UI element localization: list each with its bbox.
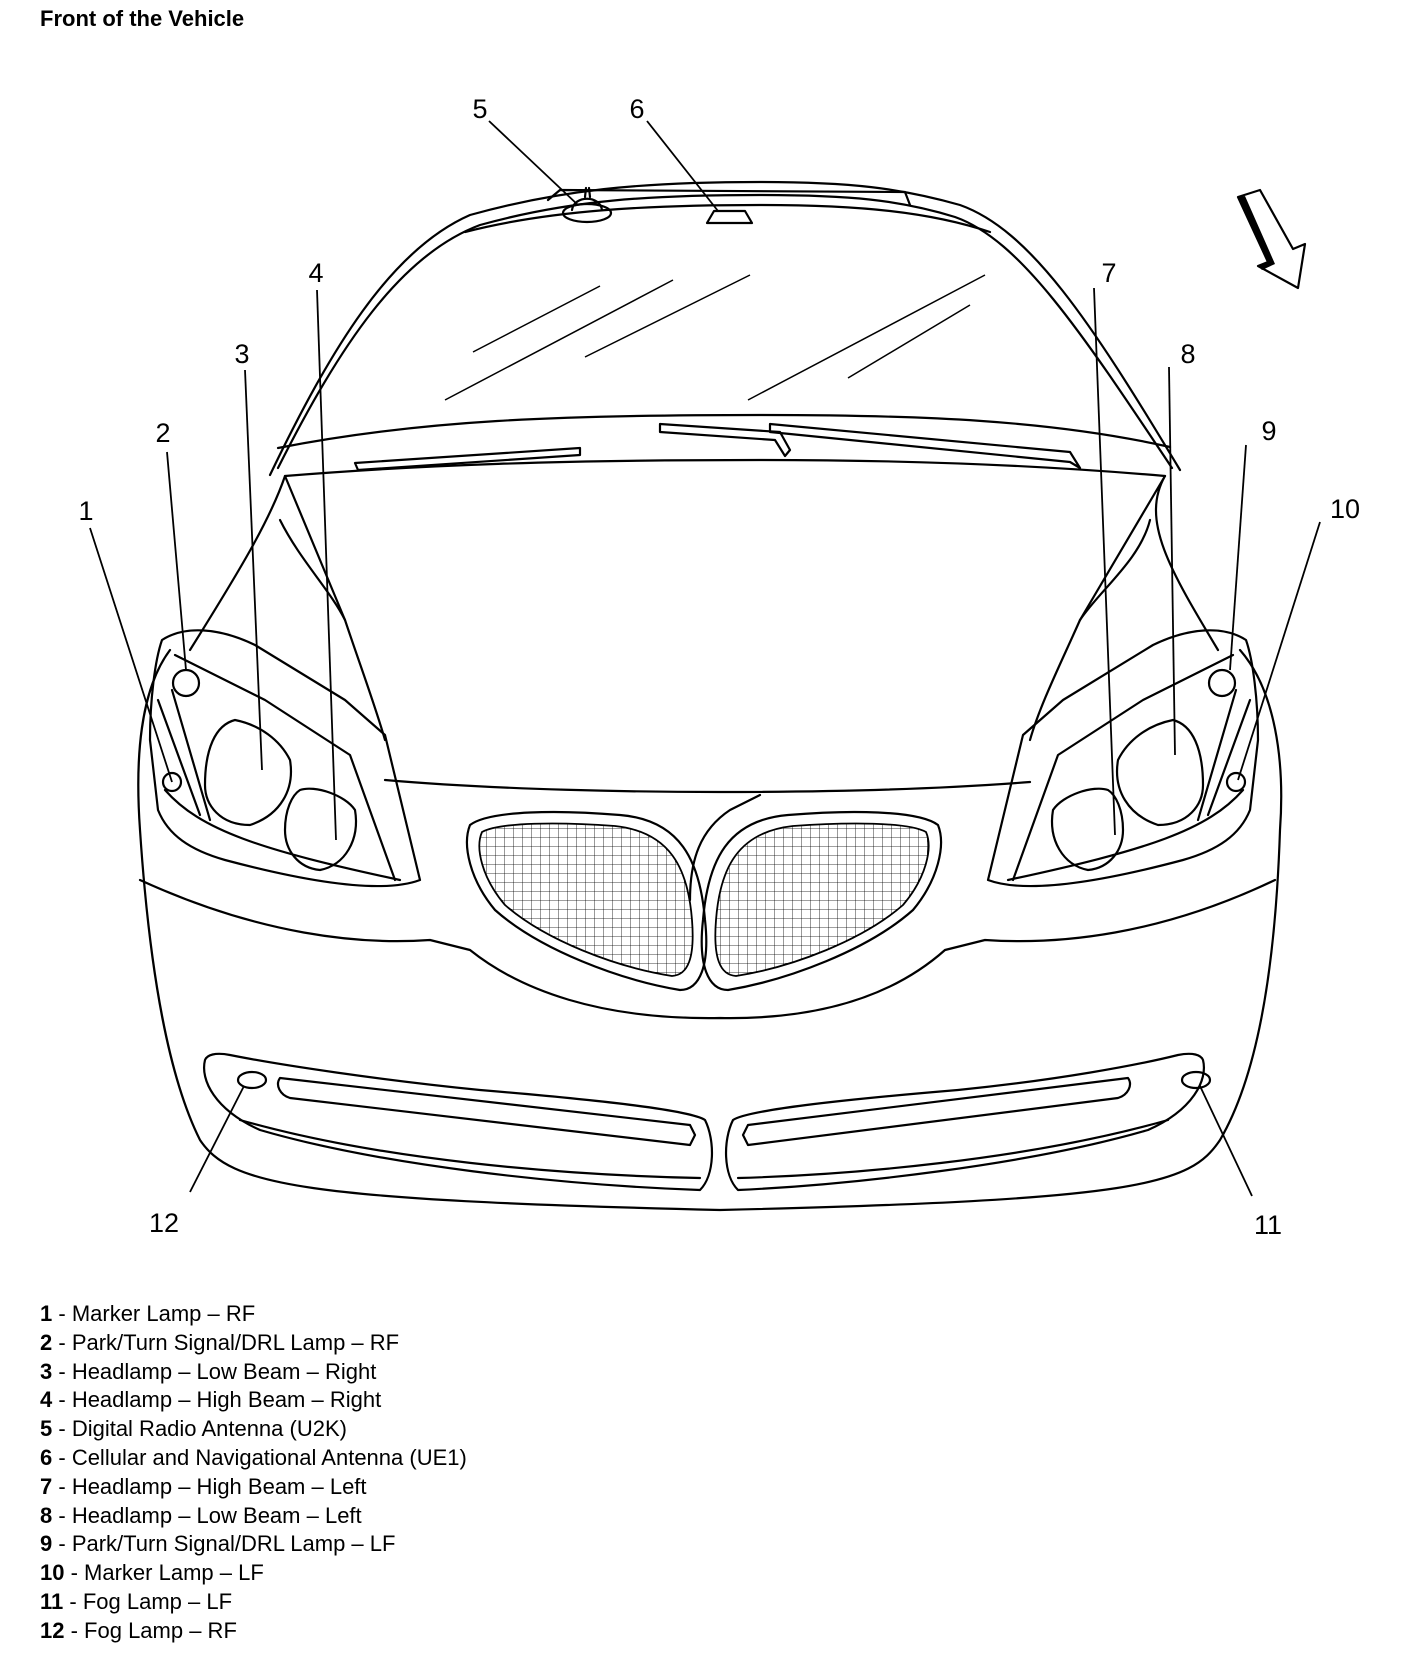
legend-item: 9 - Park/Turn Signal/DRL Lamp – LF — [40, 1531, 396, 1557]
callout-labels: 1 2 3 4 5 6 7 8 9 10 11 12 — [78, 94, 1360, 1240]
lower-intake-left — [724, 1052, 1205, 1192]
direction-arrow-icon — [1236, 188, 1307, 290]
callout-1: 1 — [78, 496, 93, 526]
legend-item: 5 - Digital Radio Antenna (U2K) — [40, 1416, 347, 1442]
grille-left — [700, 810, 942, 992]
fog-lamp-right — [236, 1070, 268, 1090]
legend-item: 10 - Marker Lamp – LF — [40, 1560, 264, 1586]
fog-lamp-left — [1180, 1070, 1212, 1090]
callout-10: 10 — [1330, 494, 1360, 524]
legend-item: 4 - Headlamp – High Beam – Right — [40, 1387, 382, 1413]
callout-5: 5 — [472, 94, 487, 124]
legend-item: 6 - Cellular and Navigational Antenna (U… — [40, 1444, 467, 1470]
callout-4: 4 — [308, 258, 323, 288]
legend-item: 8 - Headlamp – Low Beam – Left — [40, 1502, 362, 1528]
roof-outline — [268, 180, 1182, 477]
callout-7: 7 — [1101, 258, 1116, 288]
callout-8: 8 — [1180, 339, 1195, 369]
hood — [188, 474, 1220, 794]
callout-11: 11 — [1254, 1210, 1282, 1240]
callout-2: 2 — [155, 418, 170, 448]
callout-6: 6 — [629, 94, 644, 124]
wiper-cowl — [276, 413, 1172, 478]
legend-item: 1 - Marker Lamp – RF — [40, 1301, 256, 1326]
component-legend: 1 - Marker Lamp – RF 2 - Park/Turn Signa… — [40, 1300, 467, 1646]
callout-9: 9 — [1261, 416, 1276, 446]
cellular-navigational-antenna — [705, 209, 754, 225]
page-title: Front of the Vehicle — [40, 6, 245, 31]
legend-item: 11 - Fog Lamp – LF — [40, 1588, 233, 1614]
callout-3: 3 — [234, 339, 249, 369]
lower-intake-right — [203, 1052, 714, 1192]
callout-12: 12 — [149, 1208, 179, 1238]
headlamp-assembly-left — [986, 629, 1260, 888]
leader-lines — [89, 120, 1321, 1197]
grille-right — [466, 810, 708, 992]
windshield-glare-lines — [444, 274, 986, 401]
headlamp-assembly-right — [148, 629, 422, 888]
digital-radio-antenna — [561, 186, 613, 224]
legend-item: 3 - Headlamp – Low Beam – Right — [40, 1358, 377, 1384]
legend-item: 12 - Fog Lamp – RF — [40, 1617, 237, 1643]
front-fascia — [137, 648, 1283, 1212]
legend-item: 2 - Park/Turn Signal/DRL Lamp – RF — [40, 1329, 400, 1355]
vehicle-front-diagram: 1 2 3 4 5 6 7 8 9 10 11 12 — [78, 94, 1360, 1240]
legend-item: 7 - Headlamp – High Beam – Left — [40, 1473, 367, 1499]
